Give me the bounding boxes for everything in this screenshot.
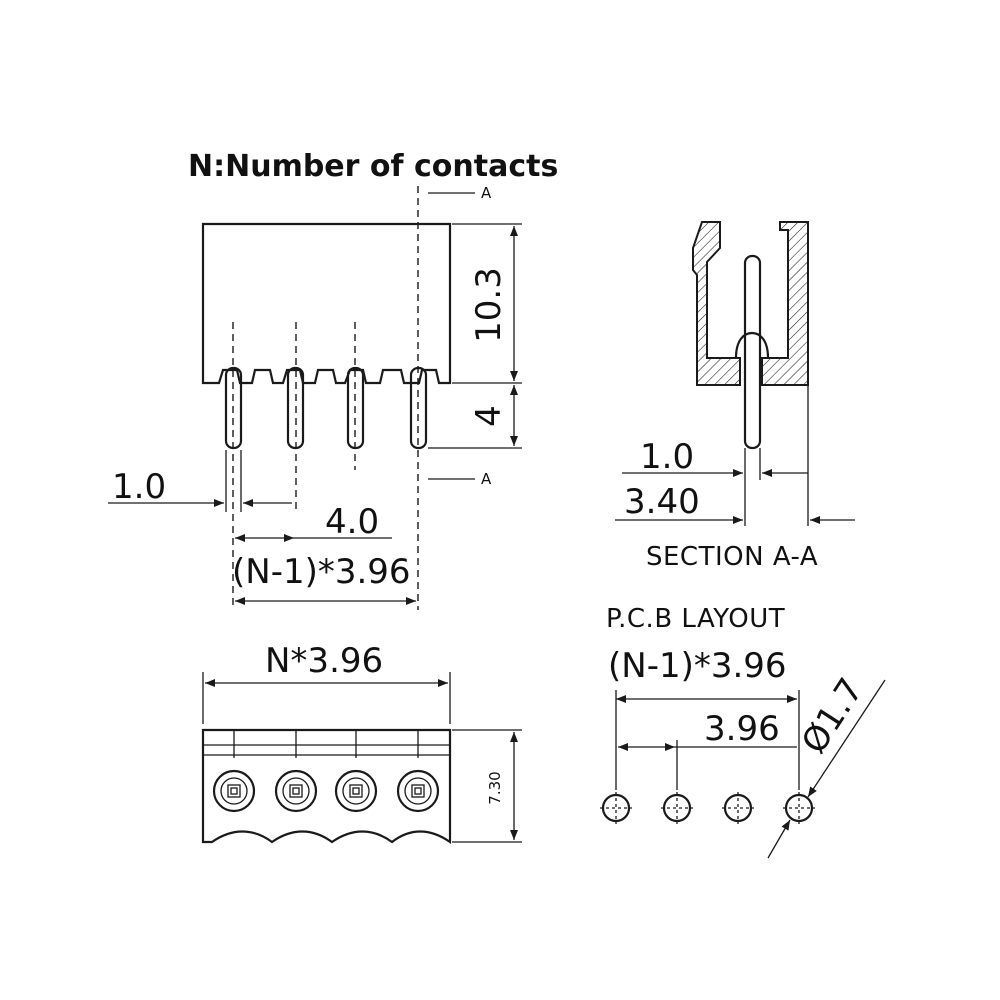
pcb-hole-2	[661, 792, 693, 824]
height-dim-label: 10.3	[469, 267, 509, 343]
front-view: A A 10.3 4 1.0 4.0 (N-1)*3.96	[108, 184, 522, 610]
section-marker-top: A	[481, 184, 492, 202]
top-body-outline	[201, 728, 452, 845]
pcb-span-dim-label: (N-1)*3.96	[608, 646, 787, 686]
top-view: N*3.96 7.30	[201, 641, 522, 845]
pcb-layout: P.C.B LAYOUT (N-1)*3.96 3.96	[600, 604, 886, 859]
drawing-title: N:Number of contacts	[188, 149, 558, 184]
pin-length-dim-label: 4	[469, 405, 509, 427]
top-width-dim-label: N*3.96	[265, 641, 383, 681]
offset-dim-label: 3.40	[624, 482, 700, 522]
section-label: SECTION A-A	[646, 542, 818, 572]
section-marker-bottom: A	[481, 470, 492, 488]
pcb-layout-label: P.C.B LAYOUT	[606, 604, 785, 634]
section-pin	[743, 254, 762, 450]
section-boss	[734, 331, 770, 359]
front-pins	[224, 366, 428, 450]
hole-dim-label: Ø1.7	[794, 671, 872, 761]
pcb-hole-3	[722, 792, 754, 824]
section-view: 1.0 3.40 SECTION A-A	[615, 221, 855, 572]
pcb-hole-1	[600, 792, 632, 824]
terminal-1	[212, 769, 256, 813]
section-pin-width-label: 1.0	[640, 437, 694, 477]
pcb-hole-4	[783, 792, 815, 824]
section-housing	[692, 221, 741, 386]
depth-dim-label: 7.30	[486, 771, 504, 804]
terminal-3	[334, 769, 378, 813]
terminal-4	[396, 769, 440, 813]
pcb-pitch-dim-label: 3.96	[704, 709, 780, 749]
span-dim-label: (N-1)*3.96	[232, 552, 411, 592]
section-housing-wall	[761, 221, 809, 386]
hole-dim-leader-top	[807, 679, 886, 798]
pin-pitch-dim-label: 4.0	[325, 502, 379, 542]
front-body-outline	[201, 222, 452, 385]
terminal-2	[274, 769, 318, 813]
hole-dim-leader-bottom	[767, 819, 791, 859]
pin-width-dim-label: 1.0	[112, 467, 166, 507]
